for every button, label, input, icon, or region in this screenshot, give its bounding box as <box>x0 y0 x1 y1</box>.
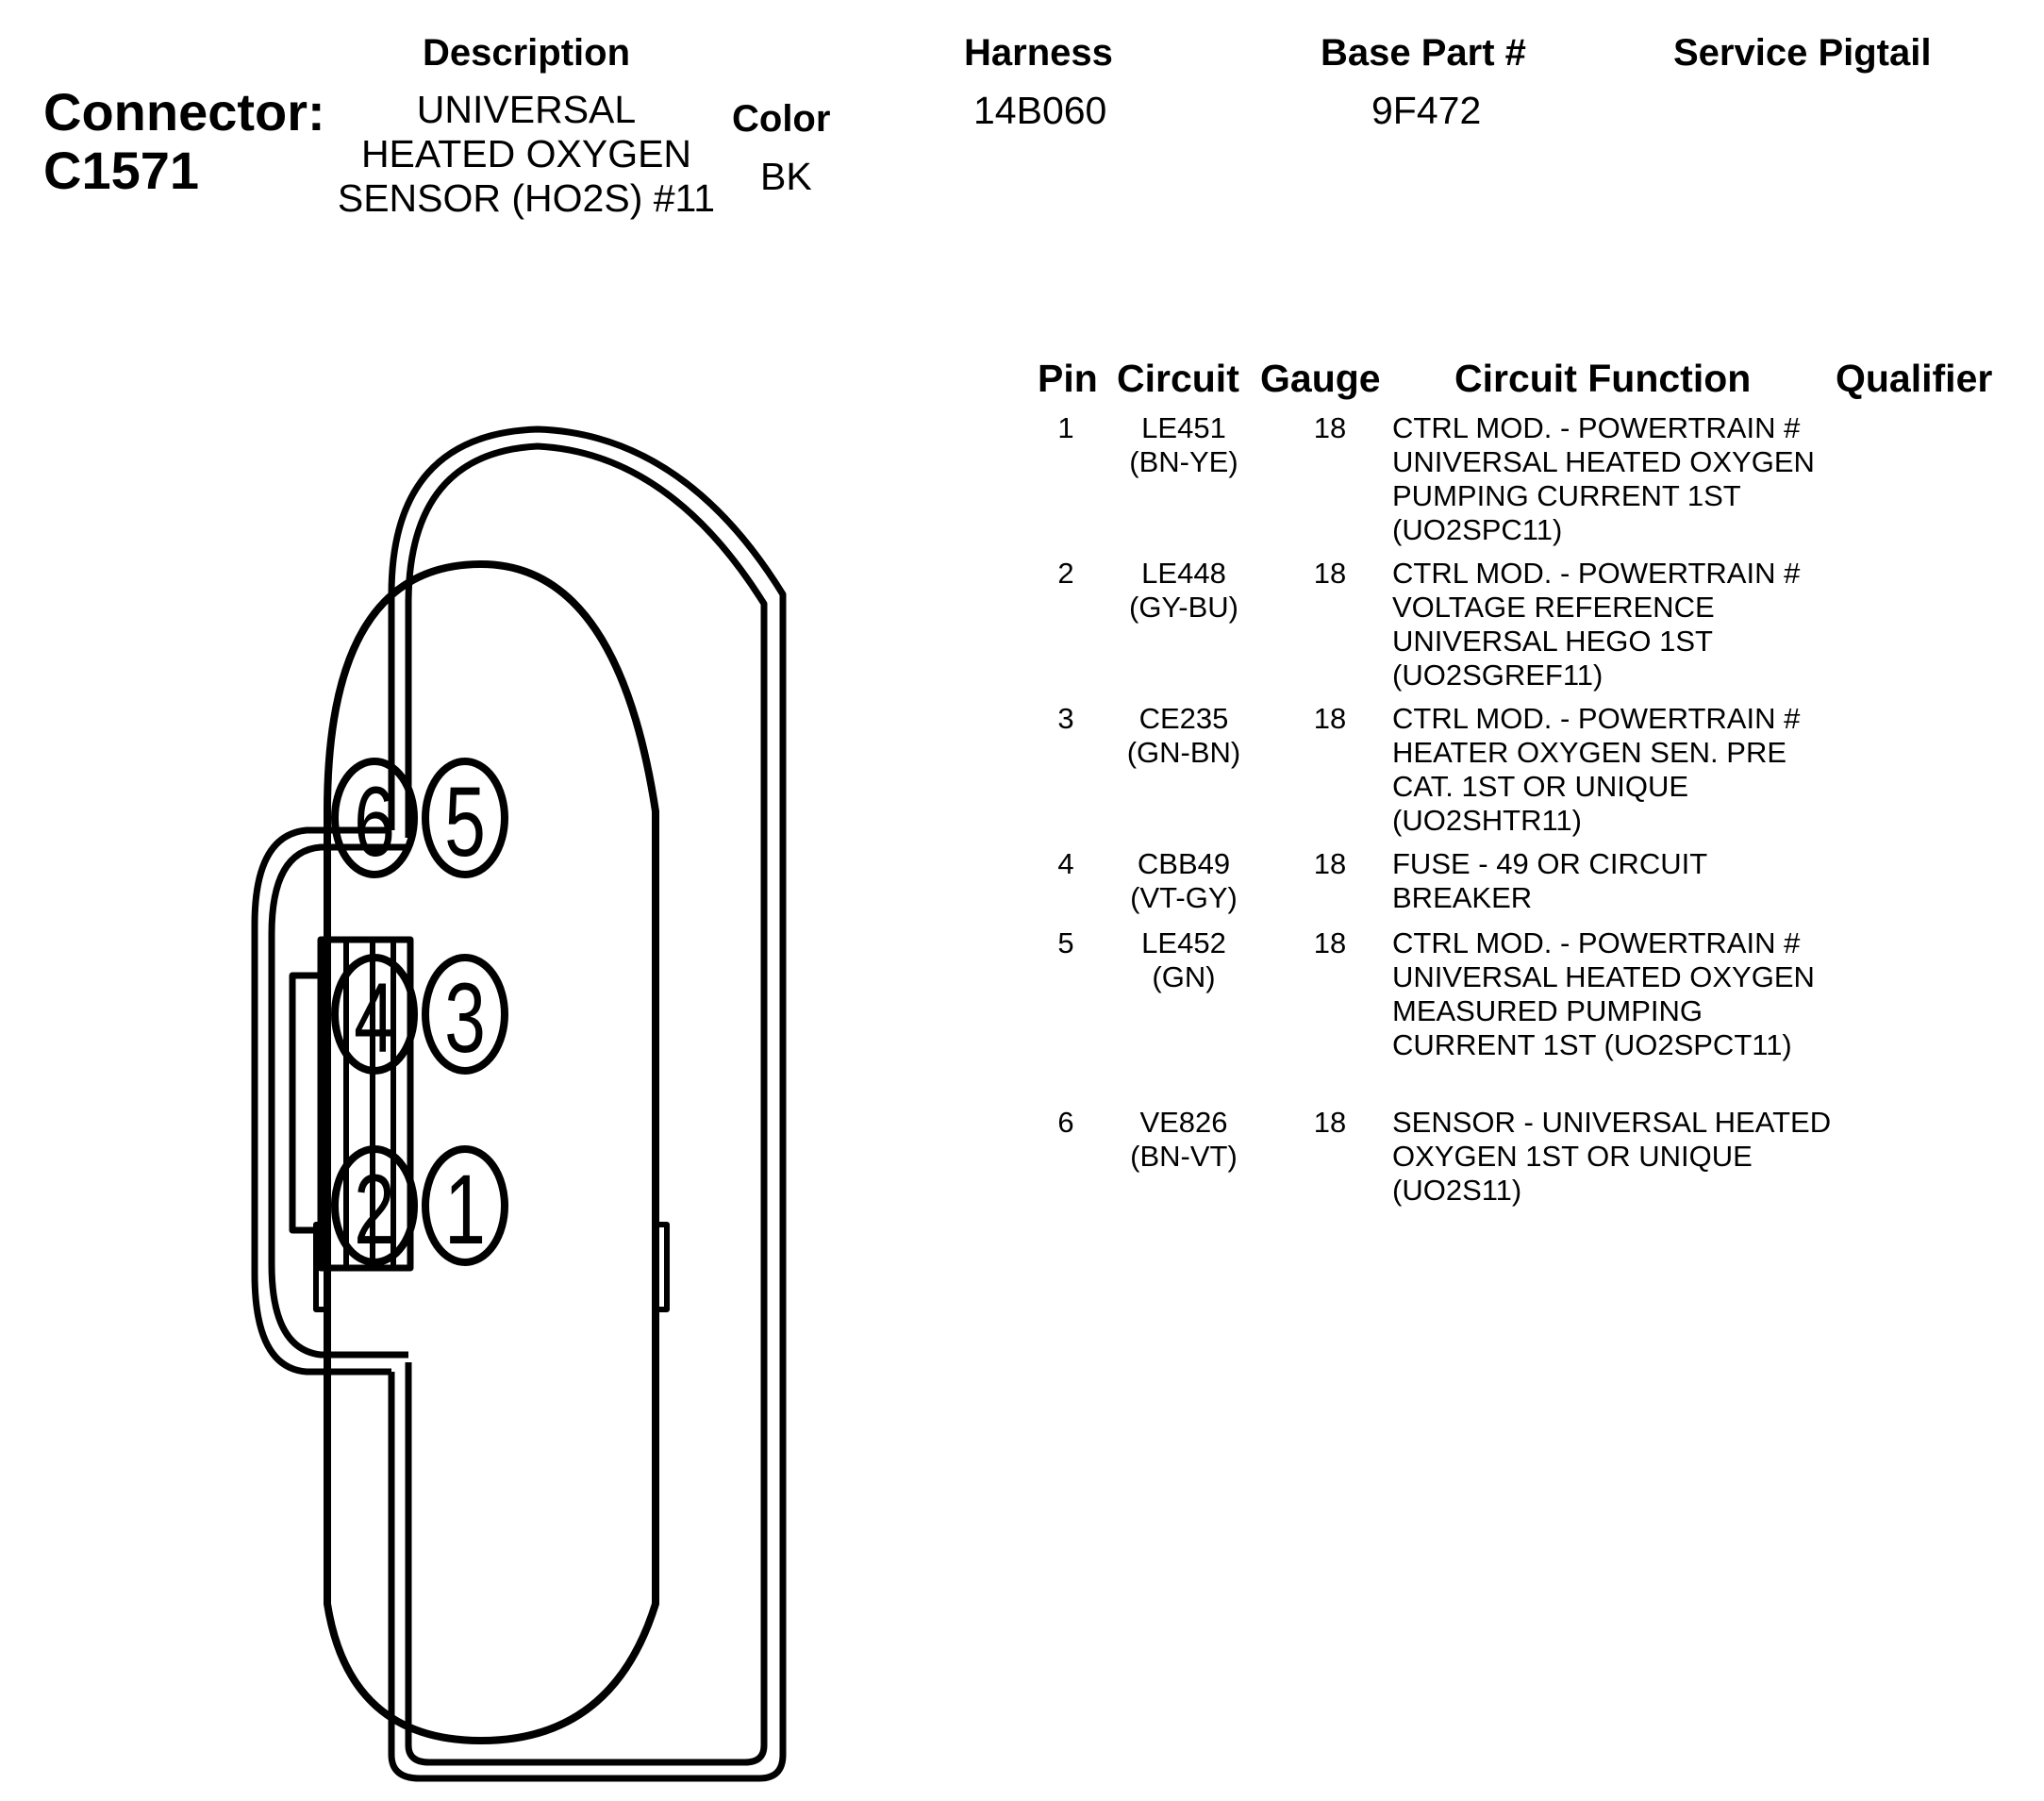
qualifier-column-header: Qualifier <box>1836 357 1993 400</box>
circuit-cell: LE452 (GN) <box>1104 926 1264 994</box>
circuit-id: VE826 <box>1139 1106 1228 1139</box>
circuit-column-header: Circuit <box>1117 357 1239 400</box>
harness-header: Harness <box>964 32 1113 74</box>
circuit-color: (GN) <box>1152 960 1216 993</box>
circuit-cell: CBB49 (VT-GY) <box>1104 847 1264 915</box>
circuit-function-column-header: Circuit Function <box>1454 357 1752 400</box>
circuit-color: (VT-GY) <box>1130 881 1238 914</box>
circuit-color: (GY-BU) <box>1129 591 1238 624</box>
latch-body <box>289 972 324 1234</box>
pin-3-circle <box>422 954 508 1075</box>
description-value: UNIVERSAL HEATED OXYGEN SENSOR (HO2S) #1… <box>337 88 716 220</box>
circuit-id: LE452 <box>1141 926 1226 959</box>
connector-id: C1571 <box>43 141 200 200</box>
side-key-left <box>313 1222 330 1312</box>
pin-4-label: 4 <box>354 962 395 1074</box>
connector-housing-inner <box>405 442 768 1766</box>
circuit-color: (BN-VT) <box>1130 1140 1238 1173</box>
connector-title: Connector: C1571 <box>43 83 325 200</box>
pin-4-circle <box>331 954 418 1075</box>
circuit-color: (GN-BN) <box>1126 736 1241 769</box>
circuit-id: LE451 <box>1141 411 1226 444</box>
gauge-value: 18 <box>1313 557 1347 590</box>
circuit-cell: VE826 (BN-VT) <box>1104 1106 1264 1174</box>
pin-number: 5 <box>1057 926 1074 959</box>
pin-6-circle <box>331 758 418 878</box>
color-value: BK <box>760 155 812 198</box>
circuit-function: CTRL MOD. - POWERTRAIN # HEATER OXYGEN S… <box>1392 702 1801 837</box>
gauge-column-header: Gauge <box>1260 357 1381 400</box>
circuit-cell: CE235 (GN-BN) <box>1104 702 1264 770</box>
circuit-id: LE448 <box>1141 557 1226 590</box>
connector-housing-outer <box>388 425 787 1782</box>
pin-6-label: 6 <box>354 766 395 877</box>
circuit-function: CTRL MOD. - POWERTRAIN # VOLTAGE REFEREN… <box>1392 557 1801 692</box>
pin-number: 2 <box>1057 557 1074 590</box>
circuit-function: SENSOR - UNIVERSAL HEATED OXYGEN 1ST OR … <box>1392 1106 1832 1207</box>
base-part-header: Base Part # <box>1321 32 1526 74</box>
gauge-value: 18 <box>1313 847 1347 880</box>
latch-ribs <box>317 936 414 1272</box>
side-key-right <box>653 1222 670 1312</box>
locking-tab-outer <box>251 826 391 1376</box>
base-part-value: 9F472 <box>1371 89 1482 132</box>
circuit-cell: LE451 (BN-YE) <box>1104 411 1264 479</box>
locking-tab-inner <box>268 843 408 1359</box>
circuit-function: FUSE - 49 OR CIRCUIT BREAKER <box>1392 847 1707 914</box>
pin-2-label: 2 <box>354 1154 395 1265</box>
pin-column-header: Pin <box>1038 357 1098 400</box>
harness-value: 14B060 <box>973 89 1107 132</box>
description-header: Description <box>422 32 631 74</box>
service-pigtail-header: Service Pigtail <box>1673 32 1932 74</box>
pin-2-circle <box>331 1145 418 1266</box>
pin-3-label: 3 <box>444 962 486 1074</box>
pin-5-circle <box>422 758 508 878</box>
color-header: Color <box>732 98 831 140</box>
pin-number: 4 <box>1057 847 1074 880</box>
pin-number: 1 <box>1057 411 1074 444</box>
circuit-id: CBB49 <box>1137 847 1231 880</box>
gauge-value: 18 <box>1313 702 1347 735</box>
circuit-function: CTRL MOD. - POWERTRAIN # UNIVERSAL HEATE… <box>1392 411 1815 546</box>
gauge-value: 18 <box>1313 1106 1347 1139</box>
gauge-value: 18 <box>1313 926 1347 959</box>
pin-cavity <box>324 560 659 1744</box>
connector-face-diagram: 6 5 4 3 2 1 <box>251 425 787 1782</box>
circuit-cell: LE448 (GY-BU) <box>1104 557 1264 625</box>
circuit-id: CE235 <box>1138 702 1229 735</box>
pin-number: 3 <box>1057 702 1074 735</box>
circuit-function: CTRL MOD. - POWERTRAIN # UNIVERSAL HEATE… <box>1392 926 1815 1061</box>
pin-1-circle <box>422 1145 508 1266</box>
gauge-value: 18 <box>1313 411 1347 444</box>
pin-number: 6 <box>1057 1106 1074 1139</box>
circuit-color: (BN-YE) <box>1129 445 1238 478</box>
pin-5-label: 5 <box>444 766 486 877</box>
pin-1-label: 1 <box>444 1154 486 1265</box>
connector-label: Connector: <box>43 82 325 142</box>
